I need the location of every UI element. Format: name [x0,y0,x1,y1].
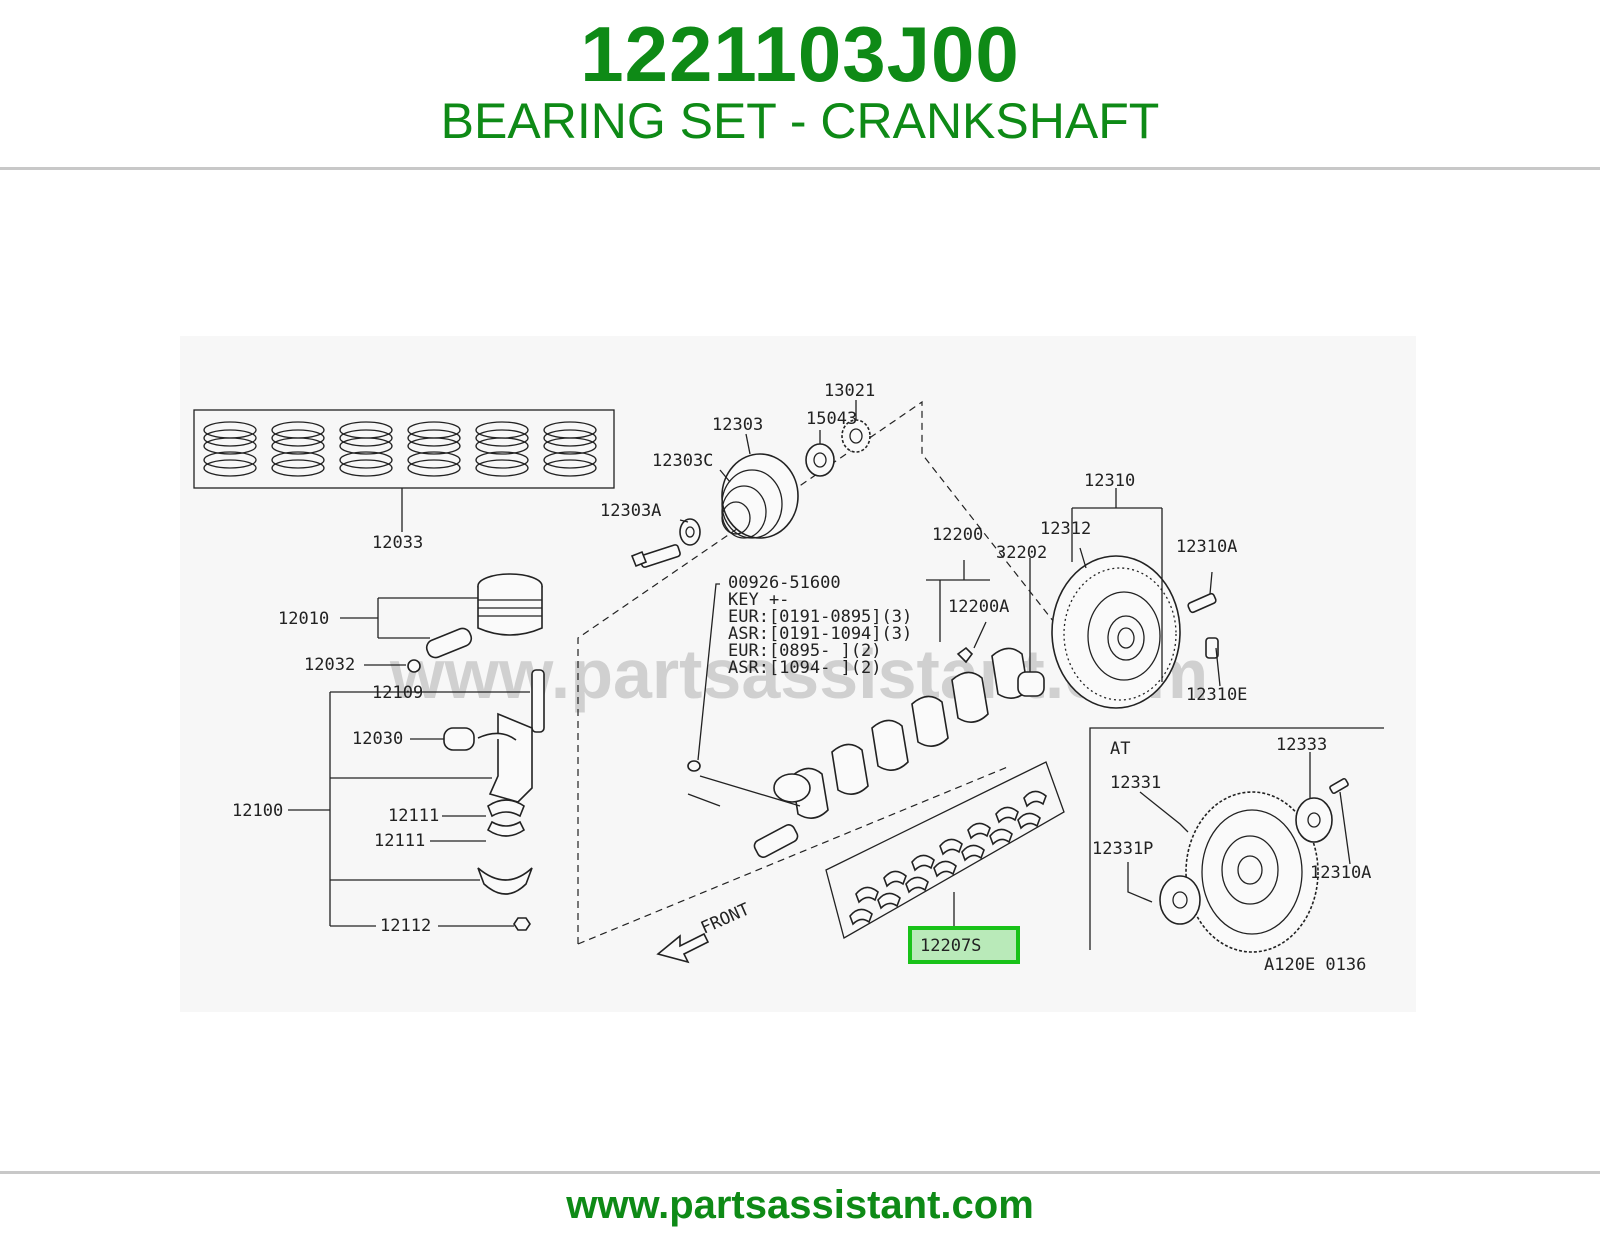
reinforcement-plate-front[interactable] [1295,797,1333,843]
highlighted-part-12207S[interactable]: 12207S [908,926,1020,964]
label-12310E[interactable]: 12310E [1186,685,1247,705]
label-12303C[interactable]: 12303C [652,451,713,471]
front-label: FRONT [698,899,753,938]
crank-sprocket[interactable] [841,419,871,453]
part-number: 1221103J00 [580,10,1020,98]
bearing-shell [967,822,991,840]
label-12032[interactable]: 12032 [304,655,355,675]
footer-url[interactable]: www.partsassistant.com [566,1183,1034,1227]
crank-web [871,719,909,771]
label-12010[interactable]: 12010 [278,609,329,629]
connecting-rod[interactable] [477,669,545,803]
label-12111-upper[interactable]: 12111 [388,806,439,826]
crankshaft[interactable] [687,647,1029,859]
label-12310[interactable]: 12310 [1084,471,1135,491]
label-12111-lower[interactable]: 12111 [374,831,425,851]
piston-ring-stack [203,421,257,477]
bearing-shell [911,854,935,872]
at-section: AT [1089,727,1384,950]
bearing-shell [933,860,957,878]
bearing-shell [905,876,929,894]
piston-ring-stack [407,421,461,477]
piston-ring-stack [339,421,393,477]
highlight-box [908,926,1020,964]
key-note-line: EUR:[0895- ](2) [728,641,882,661]
label-12200[interactable]: 12200 [932,525,983,545]
rod-bearing-lower[interactable] [486,820,526,837]
bearing-shell [1023,790,1047,808]
label-12200A[interactable]: 12200A [948,597,1009,617]
label-12030[interactable]: 12030 [352,729,403,749]
label-12310A-at[interactable]: 12310A [1310,863,1371,883]
key-note-line: KEY +- [728,590,789,610]
label-12312[interactable]: 12312 [1040,519,1091,539]
bearing-shell [939,838,963,856]
label-12100[interactable]: 12100 [232,801,283,821]
key-note-line: ASR:[0191-1094](3) [728,624,912,644]
snap-ring[interactable] [407,659,421,673]
exploded-parts-diagram: www.partsassistant.com 12033 12010 12032 [180,336,1416,1012]
piston-pin[interactable] [424,626,473,660]
piston-ring-stack [271,421,325,477]
bearing-shell [989,828,1013,846]
crank-web [951,671,989,723]
bearing-shell [883,870,907,888]
piston[interactable] [477,573,543,636]
rod-nut[interactable] [513,917,531,931]
main-bearing-set[interactable] [825,761,1065,939]
label-12331P[interactable]: 12331P [1092,839,1153,859]
crank-web [831,743,869,795]
at-label: AT [1110,739,1130,759]
label-12333[interactable]: 12333 [1276,735,1327,755]
part-name: BEARING SET - CRANKSHAFT [440,93,1160,149]
reinforcement-plate-rear[interactable] [1159,875,1201,925]
label-12112[interactable]: 12112 [380,916,431,936]
page-header: 1221103J00 BEARING SET - CRANKSHAFT [0,0,1600,168]
label-12109[interactable]: 12109 [372,683,423,703]
bearing-shell [855,886,879,904]
key-note-line: 00926-51600 [728,573,841,593]
piston-ring-stack [475,421,529,477]
label-12303[interactable]: 12303 [712,415,763,435]
label-12033[interactable]: 12033 [372,533,423,553]
diagram-code: A120E 0136 [1264,955,1366,975]
key-note-line: EUR:[0191-0895](3) [728,607,912,627]
label-15043[interactable]: 15043 [806,409,857,429]
piston-ring-stack [543,421,597,477]
drive-plate-bolt[interactable] [1329,777,1349,795]
rod-bearing-upper[interactable] [487,799,525,818]
label-12310A-top[interactable]: 12310A [1176,537,1237,557]
bearing-shell [1017,812,1041,830]
diagram-drawing: www.partsassistant.com 12033 12010 12032 [193,381,1384,975]
key-note-line: ASR:[1094- ](2) [728,658,882,678]
label-12303A[interactable]: 12303A [600,501,661,521]
bearing-shell [961,844,985,862]
bearing-shell [995,806,1019,824]
label-12331[interactable]: 12331 [1110,773,1161,793]
label-13021[interactable]: 13021 [824,381,875,401]
flywheel-bolt[interactable] [1187,592,1217,614]
drive-plate[interactable] [1185,791,1319,953]
front-arrow: FRONT [656,899,753,964]
label-32202[interactable]: 32202 [996,543,1047,563]
piston-ring-set[interactable] [193,409,615,532]
footer-divider [0,1171,1600,1174]
rod-cap[interactable] [477,867,533,895]
crank-web [911,695,949,747]
spacer[interactable] [805,443,835,477]
header-divider [0,167,1600,170]
crank-pulley[interactable] [721,453,799,539]
bearing-shell [877,892,901,910]
bearing-shell [849,908,873,926]
crank-bolt[interactable] [630,544,681,568]
flywheel[interactable] [1051,555,1181,709]
washer[interactable] [679,518,701,546]
crank-key[interactable] [956,646,974,664]
rod-bushing[interactable] [443,727,475,751]
dowel-pin[interactable] [1205,637,1219,659]
pilot-bushing[interactable] [1017,671,1045,697]
highlight-label[interactable]: 12207S [920,936,981,956]
